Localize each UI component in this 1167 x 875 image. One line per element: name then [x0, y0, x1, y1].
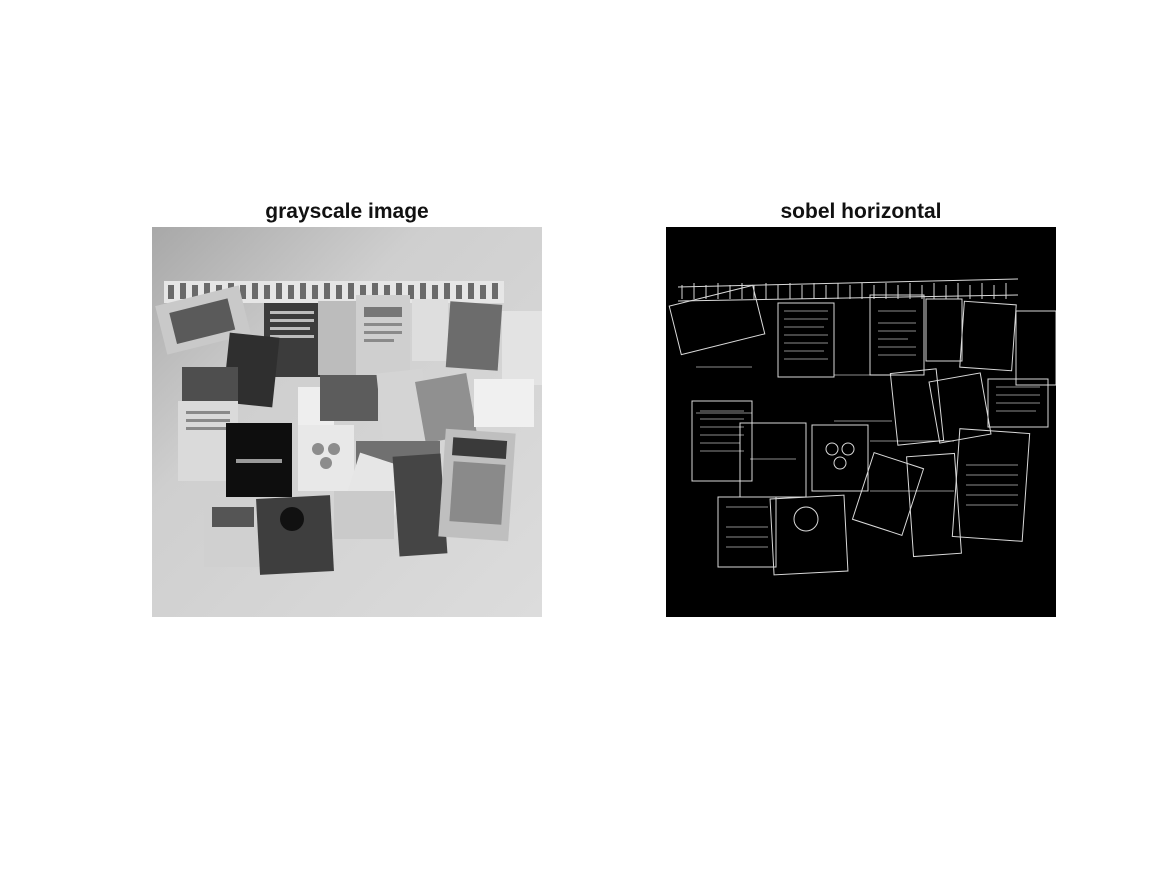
subplot-sobel: sobel horizontal: [666, 198, 1056, 617]
subplot-title-sobel: sobel horizontal: [780, 200, 942, 223]
sobel-image: [666, 227, 1056, 617]
subplot-grayscale: grayscale image: [152, 198, 542, 617]
subplot-title-grayscale: grayscale image: [265, 200, 429, 223]
grayscale-image: [152, 227, 542, 617]
